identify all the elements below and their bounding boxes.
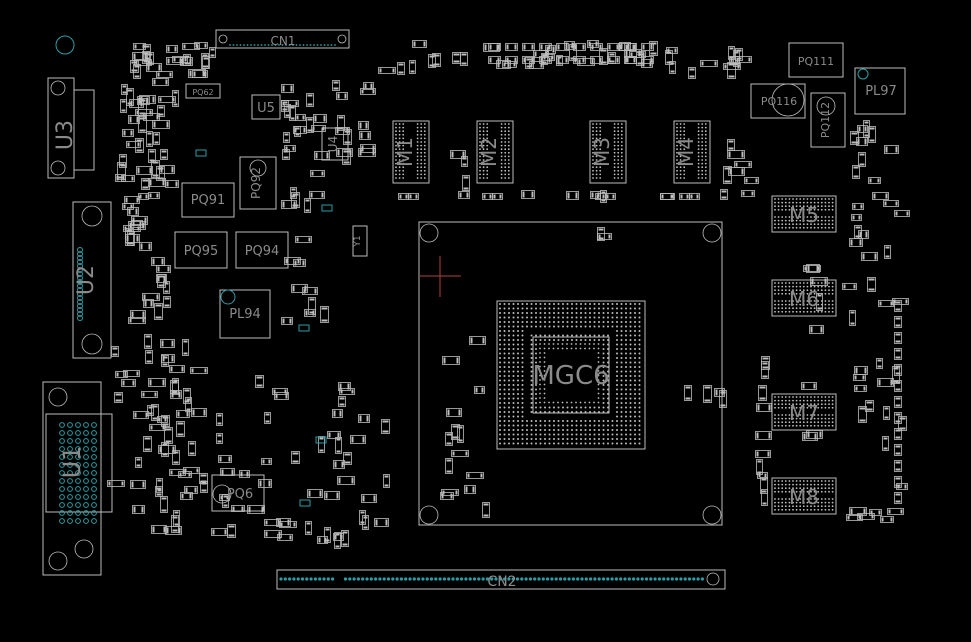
fiducial-marker [55, 35, 75, 55]
m5-label: M5 [789, 203, 819, 227]
memory-m3[interactable]: M3 [589, 120, 627, 184]
mosfet-pq111[interactable]: PQ111 [788, 42, 844, 78]
memory-m8[interactable]: M8 [771, 477, 837, 515]
mosfet-pq91[interactable]: PQ91 [181, 182, 235, 218]
connector-cn1[interactable]: CN1 [215, 29, 350, 49]
crystal-y1[interactable]: Y1 [352, 225, 368, 257]
mgc6-label: MGC6 [532, 361, 609, 391]
pq91-label: PQ91 [191, 193, 226, 208]
pq116-label: PQ116 [761, 95, 797, 108]
mosfet-pq95[interactable]: PQ95 [174, 231, 228, 269]
m6-label: M6 [789, 287, 819, 311]
pq6-label: PQ6 [227, 487, 253, 502]
cn1-label: CN1 [271, 34, 296, 48]
pq62-label: PQ62 [192, 88, 213, 97]
cn2-label: CN2 [487, 574, 516, 590]
pl97-label: PL97 [865, 84, 897, 99]
m3-label: M3 [590, 137, 614, 167]
memory-m2[interactable]: M2 [476, 120, 514, 184]
mosfet-pq112[interactable]: PQ112 [810, 92, 846, 148]
pq95-label: PQ95 [184, 244, 219, 259]
m4-label: M4 [674, 137, 698, 167]
m7-label: M7 [789, 401, 819, 425]
pq92-label: PQ92 [249, 167, 263, 199]
inductor-pl94[interactable]: PL94 [219, 289, 271, 339]
y1-label: Y1 [353, 235, 363, 247]
u5-label: U5 [257, 101, 275, 116]
m8-label: M8 [789, 485, 819, 509]
smd-parts-layer [107, 40, 910, 549]
pq112-label: PQ112 [819, 102, 832, 138]
pq94-label: PQ94 [245, 244, 280, 259]
chip-u2[interactable]: U2 [72, 201, 112, 359]
mosfet-pq6[interactable]: PQ6 [211, 474, 265, 512]
chip-u1[interactable]: U1 [42, 381, 113, 576]
mosfet-pq94[interactable]: PQ94 [235, 231, 289, 269]
inductor-pl97[interactable]: PL97 [854, 67, 906, 115]
u1-label: U1 [58, 446, 86, 479]
m2-label: M2 [477, 137, 501, 167]
chip-u4[interactable]: U4 [321, 127, 349, 161]
memory-m5[interactable]: M5 [771, 195, 837, 233]
m1-label: M1 [393, 137, 417, 167]
u3-label: U3 [53, 120, 78, 150]
chip-u5[interactable]: U5 [251, 94, 281, 120]
pl94-label: PL94 [229, 307, 261, 322]
u2-label: U2 [74, 265, 99, 295]
memory-m4[interactable]: M4 [673, 120, 711, 184]
u4-label: U4 [326, 136, 340, 152]
memory-m7[interactable]: M7 [771, 393, 837, 431]
mosfet-pq92[interactable]: PQ92 [239, 156, 277, 210]
component-pq62[interactable]: PQ62 [185, 83, 221, 99]
connector-cn2[interactable]: CN2 [276, 569, 726, 590]
memory-m6[interactable]: M6 [771, 279, 837, 317]
memory-m1[interactable]: M1 [392, 120, 430, 184]
chip-u3[interactable]: U3 [47, 77, 95, 179]
mosfet-pq116[interactable]: PQ116 [750, 83, 806, 119]
pq111-label: PQ111 [798, 55, 834, 68]
gpu-mgc6[interactable]: MGC6 [418, 221, 723, 526]
